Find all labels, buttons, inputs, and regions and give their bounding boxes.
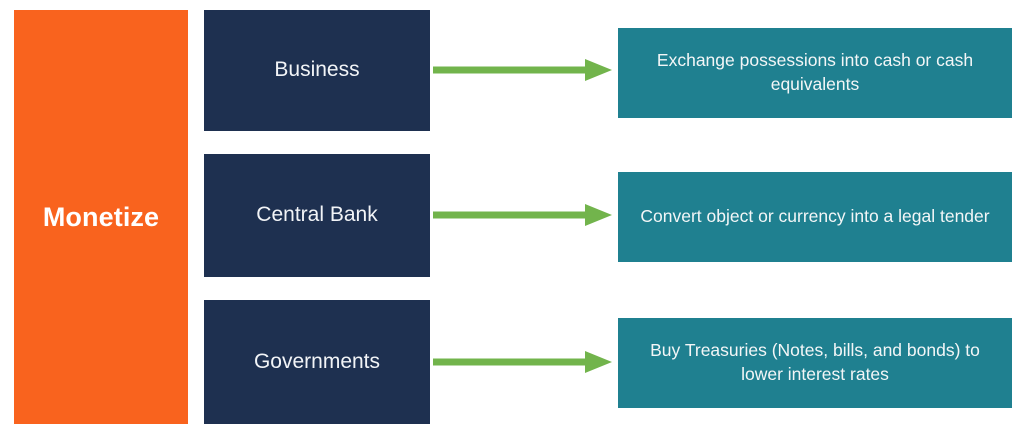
actor-label-central-bank: Central Bank [256, 203, 378, 227]
actor-box-business: Business [204, 10, 430, 131]
description-label-business: Exchange possessions into cash or cash e… [656, 50, 974, 94]
actor-label-business: Business [274, 58, 360, 82]
master-concept-box: Monetize [14, 10, 188, 424]
arrow-right-icon-row-0 [433, 57, 613, 83]
description-box-business: Exchange possessions into cash or cash e… [618, 28, 1012, 118]
description-label-governments: Buy Treasuries (Notes, bills, and bonds)… [650, 340, 980, 384]
description-label-central-bank: Convert object or currency into a legal … [640, 206, 990, 227]
description-box-central-bank: Convert object or currency into a legal … [618, 172, 1012, 262]
description-box-governments: Buy Treasuries (Notes, bills, and bonds)… [618, 318, 1012, 408]
arrow-right-icon-row-1 [433, 202, 613, 228]
actor-box-central-bank: Central Bank [204, 154, 430, 277]
actor-label-governments: Governments [253, 349, 381, 373]
actor-box-governments: Governments [204, 300, 430, 424]
master-concept-label: Monetize [42, 201, 160, 232]
arrow-right-icon-row-2 [433, 349, 613, 375]
